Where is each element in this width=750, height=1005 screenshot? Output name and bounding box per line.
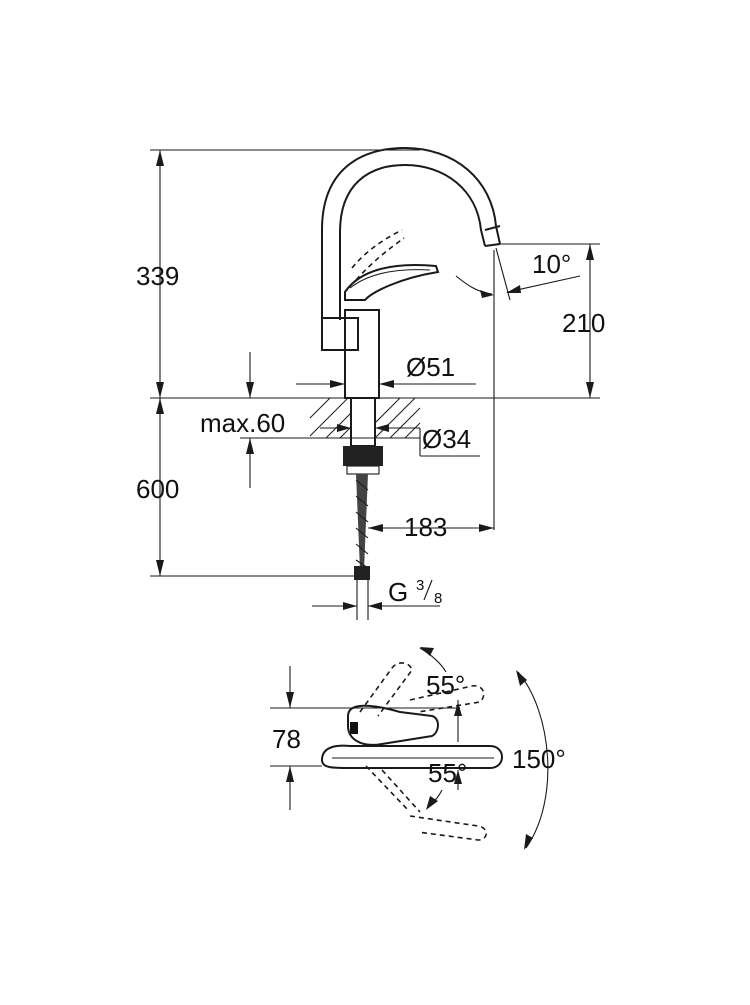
thread-fraction-denominator: 8: [434, 590, 442, 607]
dimension-spout-angle: 10°: [455, 247, 581, 530]
countertop-section: [309, 397, 421, 439]
top-view: 78 55° 55° 150°: [270, 647, 566, 850]
swing-positions: [359, 662, 488, 841]
upper-swing-label: 55°: [426, 670, 465, 700]
handle-depth-label: 78: [272, 724, 301, 754]
dimension-upper-swing: 55°: [419, 647, 465, 742]
spout-angle-label: 10°: [532, 249, 571, 279]
thread-fraction-numerator: 3: [416, 577, 424, 594]
dimension-body-diameter: Ø51: [296, 352, 476, 388]
dimension-connection-thread: G 3 8: [312, 577, 442, 620]
lower-swing-label: 55°: [428, 758, 467, 788]
dimension-counter-thickness: max.60: [200, 352, 310, 488]
dimension-lower-swing: 55°: [426, 758, 467, 810]
outlet-height-label: 210: [562, 308, 605, 338]
spout-swivel-label: 150°: [512, 744, 566, 774]
spout-reach-label: 183: [404, 512, 447, 542]
top-view-handle: [320, 704, 503, 769]
thread-label: G: [388, 577, 408, 607]
total-height-label: 339: [136, 261, 179, 291]
body-diameter-label: Ø51: [406, 352, 455, 382]
hole-diameter-label: Ø34: [422, 424, 471, 454]
dimension-outlet-height: 210: [420, 243, 605, 399]
dimension-spout-reach: 183: [368, 512, 494, 542]
side-view: 339 210 10° Ø51: [136, 146, 605, 620]
dimension-handle-depth: 78: [270, 666, 460, 810]
counter-thickness-label: max.60: [200, 408, 285, 438]
dimension-total-height: 339: [136, 149, 420, 399]
dimension-hole-diameter: Ø34: [320, 424, 480, 457]
hose-length-label: 600: [136, 474, 179, 504]
dimension-spout-swivel: 150°: [512, 670, 566, 850]
dimension-hose-length: 600: [136, 398, 356, 577]
